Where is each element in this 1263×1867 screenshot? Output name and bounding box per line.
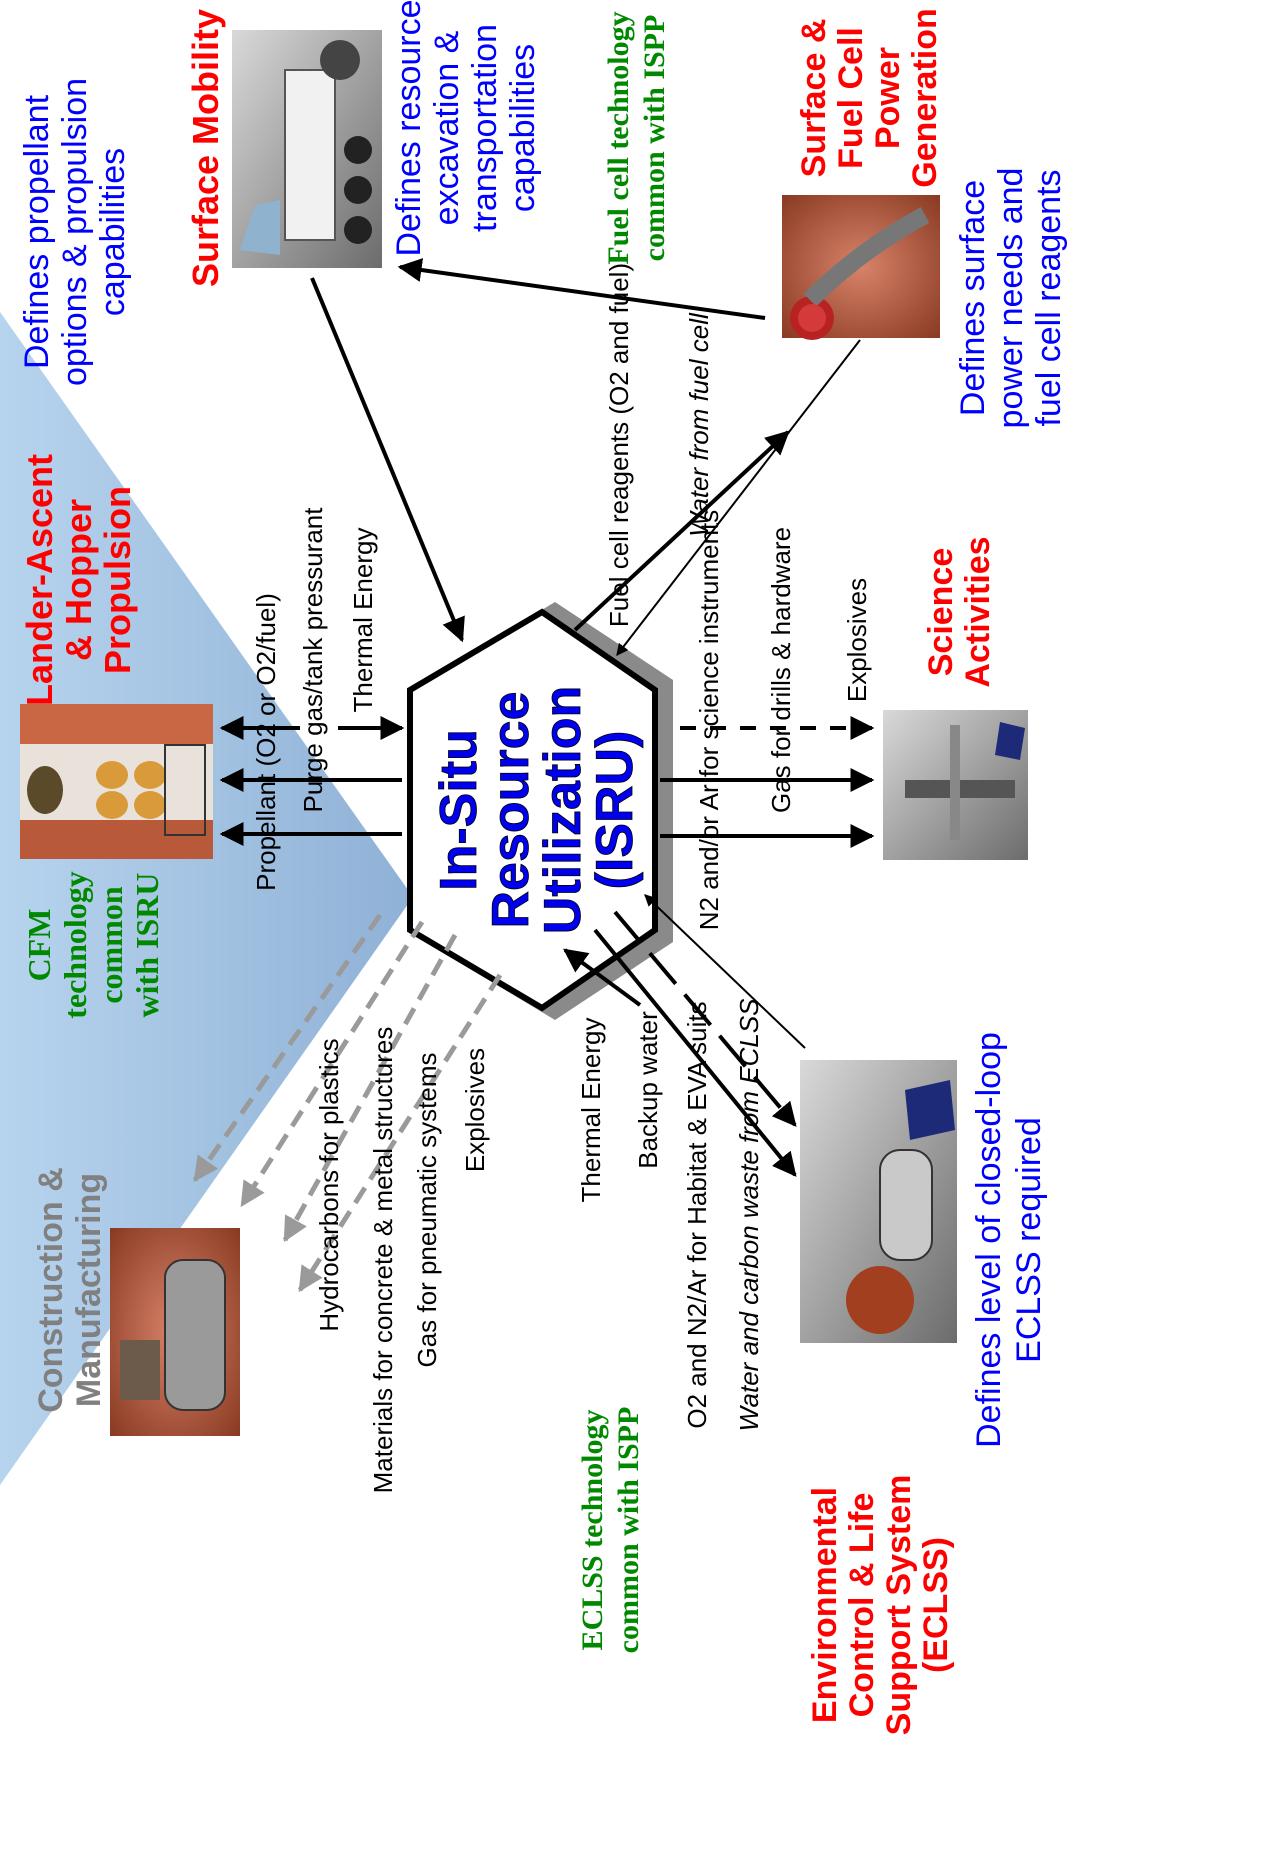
construction-title-line: Manufacturing [70, 1173, 108, 1407]
flow-fuel-cell-reagents-arrow [573, 430, 790, 632]
lander-note: Defines propellant options & propulsion … [18, 78, 132, 386]
eclss-title-line: (ECLSS) [917, 1537, 955, 1673]
isru-line-2: Resource [482, 692, 540, 929]
eclss-note-line: ECLSS required [1010, 1117, 1048, 1363]
eclss-tech-line: common with ISPP [612, 1407, 645, 1654]
flow-label-explosives-science: Explosives [842, 578, 872, 702]
science-title-line: Activities [959, 536, 997, 687]
eclss-image [800, 1060, 957, 1343]
power-title-line: Fuel Cell [832, 27, 870, 169]
isru-center-label: In-Situ Resource Utilization (ISRU) [430, 685, 645, 934]
lander-title-line: Propulsion [97, 486, 138, 674]
lander-panel [0, 312, 413, 1485]
lander-tech-note: CFM technology common with ISRU [21, 871, 165, 1019]
science-title: Science Activities [922, 536, 997, 687]
eclss-note-line: Defines level of closed-loop [970, 1032, 1008, 1448]
flow-backup-water-arrow [593, 928, 797, 1177]
science-title-line: Science [922, 548, 960, 677]
flow-thermal-eclss-arrow [563, 948, 642, 1007]
lander-tech-line: CFM [21, 909, 57, 982]
flow-label-backup-water: Backup water [633, 1011, 663, 1169]
flow-label-purge-gas: Purge gas/tank pressurant [298, 507, 328, 813]
flow-label-water-fuel-cell: Water from fuel cell [684, 312, 714, 537]
science-image [883, 710, 1028, 860]
flow-label-hydrocarbons: Hydrocarbons for plastics [314, 1038, 344, 1331]
lander-title: Lander-Ascent & Hopper Propulsion [19, 454, 138, 706]
flow-label-o2-habitat: O2 and N2/Ar for Habitat & EVA suits [682, 1001, 712, 1428]
construction-image [110, 1228, 240, 1436]
flow-label-thermal-eclss: Thermal Energy [576, 1018, 606, 1203]
power-note-line: Defines surface [954, 180, 992, 416]
lander-tech-line: with ISRU [129, 873, 165, 1018]
flow-label-propellant: Propellant (O2 or O2/fuel) [251, 593, 281, 891]
flow-hydrocarbons-arrow [192, 913, 383, 1183]
eclss-tech-line: ECLSS technology [576, 1410, 609, 1651]
power-tech-line: Fuel cell technology [602, 11, 635, 264]
power-title-line: Generation [906, 8, 944, 187]
lander-title-line: Lander-Ascent [19, 454, 60, 706]
power-title-line: Power [869, 47, 907, 149]
surface-mobility-image [232, 30, 382, 268]
lander-tech-line: common [93, 886, 129, 1004]
eclss-note: Defines level of closed-loop ECLSS requi… [970, 1032, 1048, 1448]
mobility-note-line: capabilities [504, 44, 542, 212]
flow-o2-habitat-arrow [613, 910, 797, 1127]
lander-title-line: & Hopper [58, 499, 99, 661]
flow-water-from-fuel-cell-arrow [616, 339, 861, 656]
flow-label-fuel-cell-reagents: Fuel cell reagents (O2 and fuel) [604, 263, 634, 627]
flow-waste-from-eclss-arrow [644, 894, 806, 1049]
lander-image [20, 704, 213, 859]
power-note: Defines surface power needs and fuel cel… [954, 168, 1068, 429]
flow-label-gas-pneumatic: Gas for pneumatic systems [412, 1053, 442, 1368]
mobility-title: Surface Mobility [185, 9, 226, 287]
flow-label-explosives-construction: Explosives [460, 1048, 490, 1172]
flow-label-n2-science: N2 and/or Ar for science instruments [694, 510, 724, 931]
power-tech-note: Fuel cell technology common with ISPP [602, 11, 671, 264]
mobility-note-line: excavation & [428, 30, 466, 225]
eclss-tech-note: ECLSS technology common with ISPP [576, 1407, 645, 1654]
flow-label-water-carbon-waste: Water and carbon waste from ECLSS [734, 998, 764, 1432]
isru-line-4: (ISRU) [586, 731, 644, 890]
power-note-line: fuel cell reagents [1030, 169, 1068, 426]
construction-title-line: Construction & [32, 1167, 70, 1413]
flow-label-materials: Materials for concrete & metal structure… [368, 1027, 398, 1494]
lander-tech-line: technology [57, 871, 93, 1019]
lander-note-line: Defines propellant [18, 94, 56, 369]
lander-note-line: options & propulsion [56, 78, 94, 386]
power-generation-image [782, 195, 940, 340]
flow-label-thermal-lander: Thermal Energy [348, 528, 378, 713]
eclss-title-line: Support System [880, 1475, 918, 1736]
eclss-title: Environmental Control & Life Support Sys… [806, 1475, 955, 1736]
flow-power-to-mobility-arrow [397, 258, 766, 320]
flow-explosives-construction-arrow [297, 973, 503, 1293]
power-title-line: Surface & [795, 19, 833, 178]
power-title: Surface & Fuel Cell Power Generation [795, 8, 944, 187]
eclss-title-line: Control & Life [843, 1493, 881, 1718]
isru-line-3: Utilization [534, 686, 592, 934]
power-note-line: power needs and [992, 168, 1030, 429]
mobility-note-line: Defines resource [390, 0, 428, 257]
power-tech-line: common with ISPP [638, 15, 671, 262]
isru-hexagon [407, 608, 658, 1012]
lander-note-line: capabilities [94, 148, 132, 316]
flow-label-gas-drills: Gas for drills & hardware [766, 527, 796, 813]
mobility-note: Defines resource excavation & transporta… [390, 0, 542, 257]
isru-line-1: In-Situ [430, 729, 488, 891]
flow-gas-pneumatic-arrow [282, 933, 458, 1243]
mobility-note-line: transportation [466, 24, 504, 232]
eclss-title-line: Environmental [806, 1487, 844, 1723]
flow-mobility-arrow [310, 277, 465, 643]
construction-title: Construction & Manufacturing [32, 1167, 108, 1413]
